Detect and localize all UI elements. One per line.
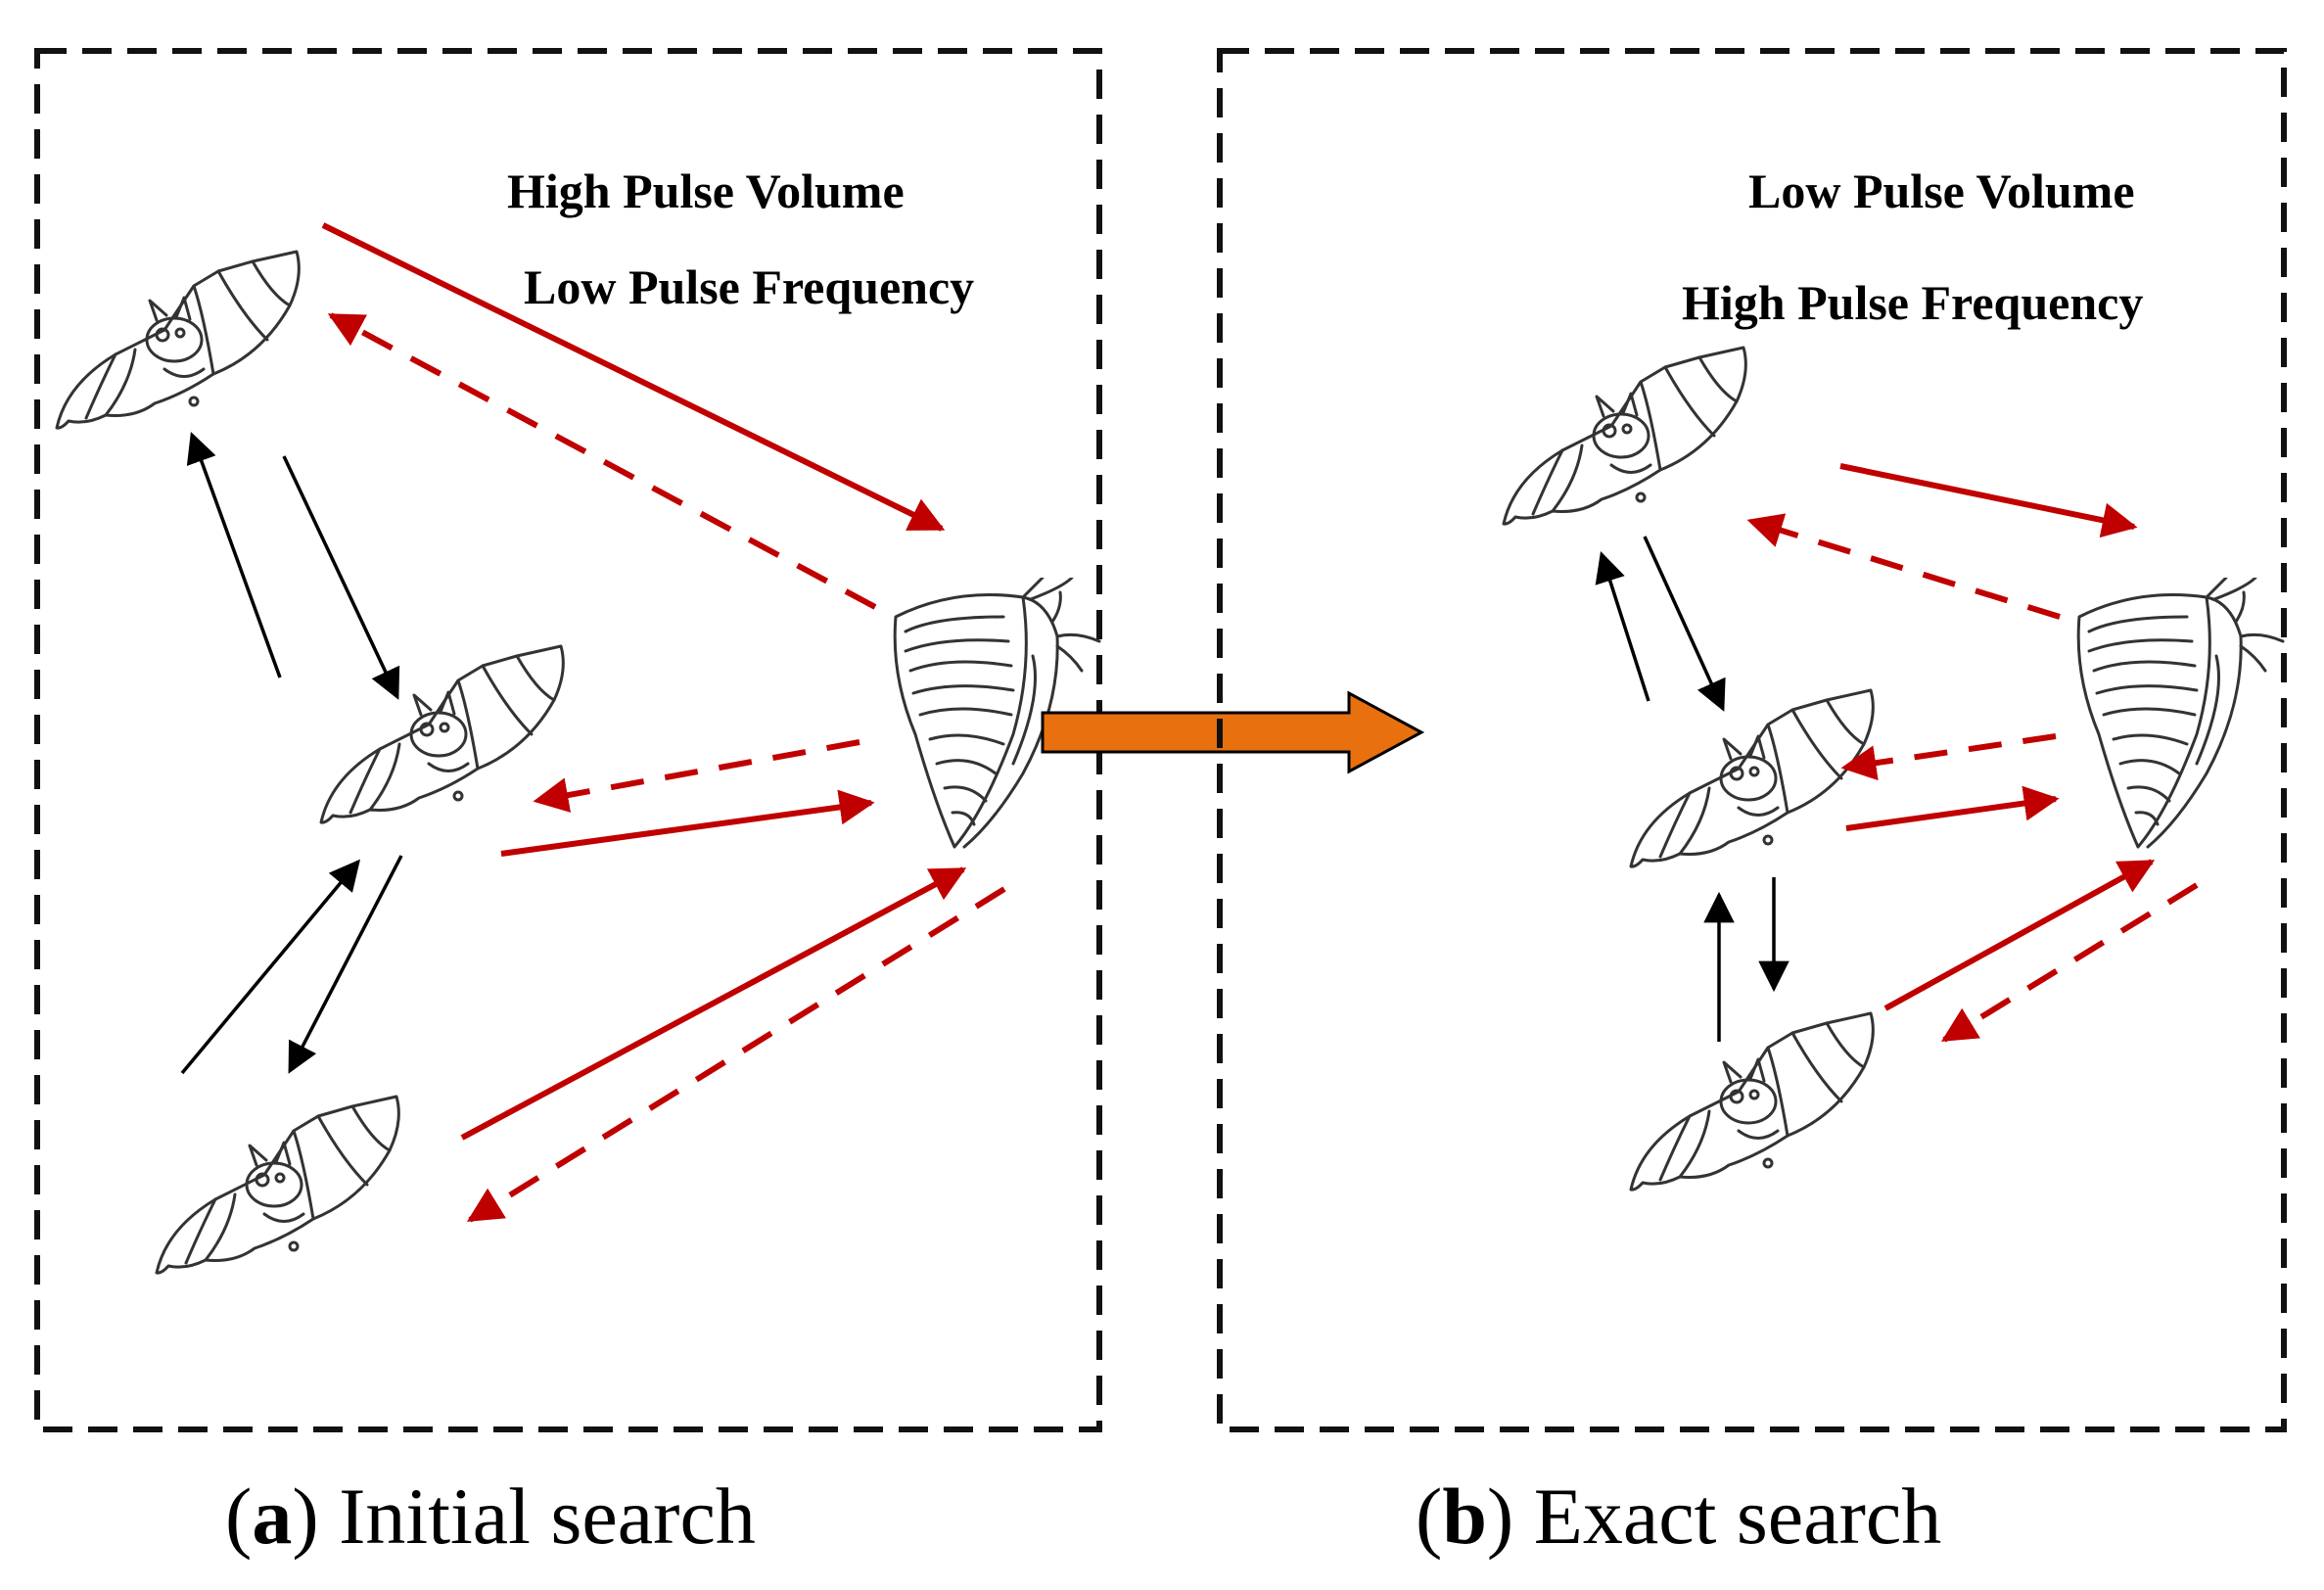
bat-icon — [1502, 346, 1747, 526]
echo-moth-to-bat2 — [533, 739, 860, 813]
panel-b-border — [1217, 48, 2287, 1432]
panel-b-note-line1: Low Pulse Volume — [1748, 164, 2135, 218]
panel-a-caption-letter: a — [252, 1472, 292, 1561]
panel-b-caption-open: ( — [1416, 1472, 1442, 1561]
bat-icon — [55, 250, 301, 430]
bat-icon — [319, 644, 565, 824]
arrow-bat3-to-bat2 — [180, 859, 361, 1075]
panel-a-caption-open: ( — [225, 1472, 252, 1561]
transition-arrow — [1041, 690, 1425, 774]
panel-a: High Pulse Volume Low Pulse Frequency — [34, 48, 1102, 1432]
arrow-bat2-to-bat3 — [288, 855, 403, 1074]
panel-a-border — [34, 48, 1102, 1432]
panel-a-note-line2: Low Pulse Frequency — [524, 259, 974, 314]
panel-a-caption: (a) Initial search — [225, 1472, 756, 1561]
bat-icon — [155, 1095, 400, 1275]
echo-moth-to-bat3 — [466, 886, 1006, 1223]
pulse-bat1-to-moth — [1839, 463, 2138, 538]
arrow-bat1-to-bat2 — [282, 455, 400, 700]
arrow-bat2-to-bat1 — [1595, 550, 1650, 702]
panel-b-caption-letter: b — [1442, 1472, 1487, 1561]
echo-moth-to-bat1 — [327, 312, 877, 610]
panel-b: Low Pulse Volume High Pulse Frequency — [1217, 48, 2287, 1432]
panel-b-note-line2: High Pulse Frequency — [1682, 275, 2143, 330]
pulse-bat3-to-moth — [460, 866, 967, 1141]
panel-a-note-line1: High Pulse Volume — [507, 164, 905, 218]
bat-icon — [1629, 688, 1875, 868]
arrow-bat1-to-bat2 — [1643, 536, 1726, 712]
pulse-bat2-to-moth — [500, 789, 875, 857]
echo-moth-to-bat3 — [1940, 882, 2199, 1043]
pulse-bat1-to-moth — [321, 222, 946, 532]
panel-a-caption-text: ) Initial search — [292, 1472, 756, 1561]
pulse-bat3-to-moth — [1883, 859, 2156, 1011]
panel-b-caption-text: ) Exact search — [1487, 1472, 1941, 1561]
echo-moth-to-bat1 — [1746, 513, 2061, 620]
bat-icon — [1629, 1011, 1875, 1192]
panel-b-caption: (b) Exact search — [1416, 1472, 1941, 1561]
arrow-bat2-to-bat1 — [186, 432, 282, 678]
pulse-bat2-to-moth — [1845, 785, 2060, 831]
echo-moth-to-bat2 — [1840, 733, 2057, 781]
moth-icon — [2076, 578, 2285, 849]
